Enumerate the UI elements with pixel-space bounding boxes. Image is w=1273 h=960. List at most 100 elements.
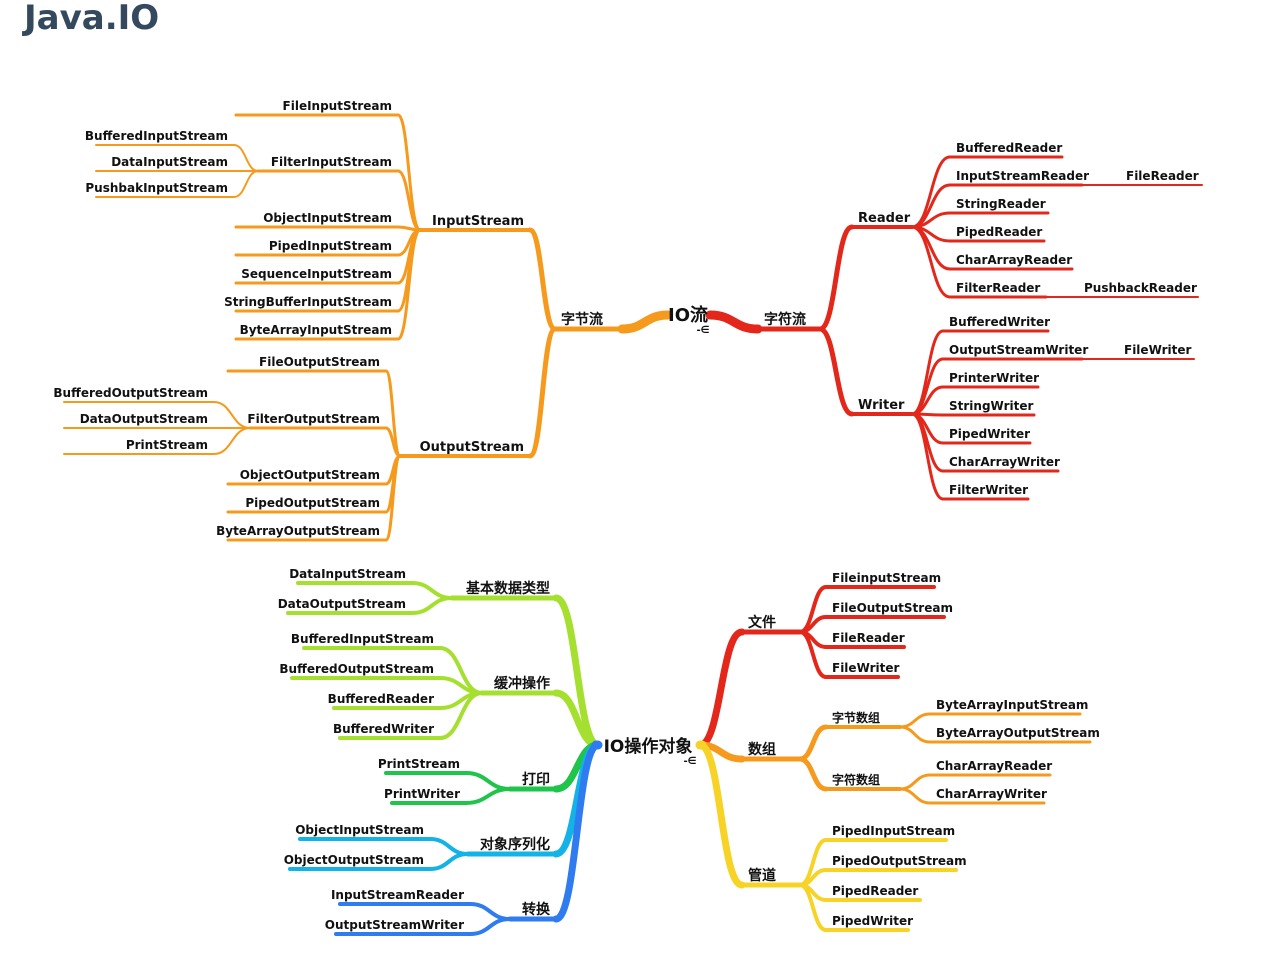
category-1-node[interactable]: 缓冲操作 <box>494 675 550 692</box>
node-datainputstream[interactable]: DataInputStream <box>289 567 406 581</box>
category-0-node[interactable]: 基本数据类型 <box>466 580 550 597</box>
node-printerwriter[interactable]: PrinterWriter <box>949 371 1039 385</box>
node-outputstreamwriter[interactable]: OutputStreamWriter <box>949 343 1088 357</box>
connector-filterinput-child <box>233 170 259 198</box>
node-bytearrayoutputstream[interactable]: ByteArrayOutputStream <box>216 524 380 538</box>
mindmap-labels: IO流-∈字节流InputStreamOutputStreamFileInput… <box>53 99 1198 932</box>
node-pipedreader[interactable]: PipedReader <box>956 225 1042 239</box>
category-4-node[interactable]: 转换 <box>522 901 551 918</box>
category-array-node[interactable]: 数组 <box>748 741 776 758</box>
node-filterinputstream[interactable]: FilterInputStream <box>271 155 392 169</box>
connector-root-left <box>552 741 602 923</box>
node-printwriter[interactable]: PrintWriter <box>384 787 460 801</box>
node-bytearrayoutputstream[interactable]: ByteArrayOutputStream <box>936 726 1100 740</box>
category-pipe-node[interactable]: 管道 <box>748 867 776 884</box>
node-stringreader[interactable]: StringReader <box>956 197 1046 211</box>
node-objectoutputstream[interactable]: ObjectOutputStream <box>284 853 424 867</box>
node-inputstreamreader[interactable]: InputStreamReader <box>956 169 1089 183</box>
node-chararrayreader[interactable]: CharArrayReader <box>956 253 1072 267</box>
node-bufferedreader[interactable]: BufferedReader <box>328 692 434 706</box>
node-chararrayreader[interactable]: CharArrayReader <box>936 759 1052 773</box>
node-bufferedwriter[interactable]: BufferedWriter <box>949 315 1050 329</box>
node-sequenceinputstream[interactable]: SequenceInputStream <box>241 267 392 281</box>
node-chararraywriter[interactable]: CharArrayWriter <box>936 787 1047 801</box>
node-objectinputstream[interactable]: ObjectInputStream <box>263 211 392 225</box>
node-filewriter[interactable]: FileWriter <box>832 661 899 675</box>
node-pushbakinputstream[interactable]: PushbakInputStream <box>85 181 228 195</box>
node-bufferedwriter[interactable]: BufferedWriter <box>333 722 434 736</box>
root-collapse-toggle-2[interactable]: -∈ <box>683 756 696 767</box>
root-collapse-toggle[interactable]: -∈ <box>696 325 709 336</box>
node-filterreader[interactable]: FilterReader <box>956 281 1040 295</box>
node-fileoutputstream[interactable]: FileOutputStream <box>259 355 380 369</box>
node-pipedinputstream[interactable]: PipedInputStream <box>832 824 955 838</box>
node-bufferedoutputstream[interactable]: BufferedOutputStream <box>279 662 434 676</box>
connector-group-child <box>898 773 932 791</box>
connector-category-child <box>410 596 454 615</box>
connector-reader-child <box>910 225 952 299</box>
connector-category-child <box>464 771 512 791</box>
node-stringbufferinputstream[interactable]: StringBufferInputStream <box>224 295 392 309</box>
subcategory-0-node[interactable]: 字节数组 <box>832 710 880 725</box>
node-bytearrayinputstream[interactable]: ByteArrayInputStream <box>240 323 392 337</box>
connector-byte-input <box>527 227 558 332</box>
node-outputstreamwriter[interactable]: OutputStreamWriter <box>325 918 464 932</box>
connector-category-child <box>428 837 470 856</box>
connector-reader-child <box>910 155 952 229</box>
node-writer[interactable]: Writer <box>858 398 905 413</box>
trunk-connector-char <box>705 310 763 334</box>
connector-pipe-child <box>798 883 828 932</box>
node-fileoutputstream[interactable]: FileOutputStream <box>832 601 953 615</box>
node-pipedwriter[interactable]: PipedWriter <box>949 427 1030 441</box>
node-bufferedreader[interactable]: BufferedReader <box>956 141 1062 155</box>
node-datainputstream[interactable]: DataInputStream <box>111 155 228 169</box>
connector-outputstream-child <box>384 454 402 542</box>
node-pipedwriter[interactable]: PipedWriter <box>832 914 913 928</box>
node-chararraywriter[interactable]: CharArrayWriter <box>949 455 1060 469</box>
connector-root-file <box>696 628 746 749</box>
node-fileinputstream[interactable]: FileInputStream <box>283 99 392 113</box>
category-3-node[interactable]: 对象序列化 <box>480 836 550 853</box>
node-filereader[interactable]: FileReader <box>1126 169 1199 183</box>
branch-byte-stream[interactable]: 字节流 <box>561 311 603 328</box>
node-dataoutputstream[interactable]: DataOutputStream <box>278 597 406 611</box>
node-pipedinputstream[interactable]: PipedInputStream <box>269 239 392 253</box>
node-reader[interactable]: Reader <box>858 211 911 226</box>
connector-group-child <box>898 787 932 805</box>
root-node-io-stream[interactable]: IO流 <box>668 304 708 326</box>
node-filteroutputstream[interactable]: FilterOutputStream <box>247 412 380 426</box>
node-objectoutputstream[interactable]: ObjectOutputStream <box>240 468 380 482</box>
node-filereader[interactable]: FileReader <box>832 631 905 645</box>
node-pipedoutputstream[interactable]: PipedOutputStream <box>245 496 380 510</box>
node-bytearrayinputstream[interactable]: ByteArrayInputStream <box>936 698 1088 712</box>
page-title: Java.IO <box>24 0 160 38</box>
node-objectinputstream[interactable]: ObjectInputStream <box>295 823 424 837</box>
category-file-node[interactable]: 文件 <box>748 614 776 631</box>
node-fileinputstream[interactable]: FileinputStream <box>832 571 941 585</box>
node-pipedoutputstream[interactable]: PipedOutputStream <box>832 854 967 868</box>
node-bufferedinputstream[interactable]: BufferedInputStream <box>291 632 434 646</box>
node-pipedreader[interactable]: PipedReader <box>832 884 918 898</box>
node-outputstream[interactable]: OutputStream <box>420 440 524 455</box>
node-bufferedinputstream[interactable]: BufferedInputStream <box>85 129 228 143</box>
node-filterwriter[interactable]: FilterWriter <box>949 483 1028 497</box>
node-filewriter[interactable]: FileWriter <box>1124 343 1191 357</box>
branch-char-stream[interactable]: 字符流 <box>764 311 806 328</box>
node-bufferedoutputstream[interactable]: BufferedOutputStream <box>53 386 208 400</box>
node-inputstream[interactable]: InputStream <box>432 214 524 229</box>
node-printstream[interactable]: PrintStream <box>126 438 208 452</box>
connector-byte-output <box>527 326 558 459</box>
subcategory-1-node[interactable]: 字符数组 <box>832 772 880 787</box>
connector-group-child <box>898 712 932 729</box>
node-inputstreamreader[interactable]: InputStreamReader <box>331 888 464 902</box>
node-printstream[interactable]: PrintStream <box>378 757 460 771</box>
node-dataoutputstream[interactable]: DataOutputStream <box>80 412 208 426</box>
connector-inputstream-child <box>396 228 422 341</box>
connector-group-child <box>898 725 932 744</box>
node-pushbackreader[interactable]: PushbackReader <box>1084 281 1197 295</box>
node-stringwriter[interactable]: StringWriter <box>949 399 1033 413</box>
category-2-node[interactable]: 打印 <box>522 771 550 788</box>
connector-char-writer <box>817 326 855 417</box>
root-node-io-objects[interactable]: IO操作对象 <box>604 736 693 757</box>
